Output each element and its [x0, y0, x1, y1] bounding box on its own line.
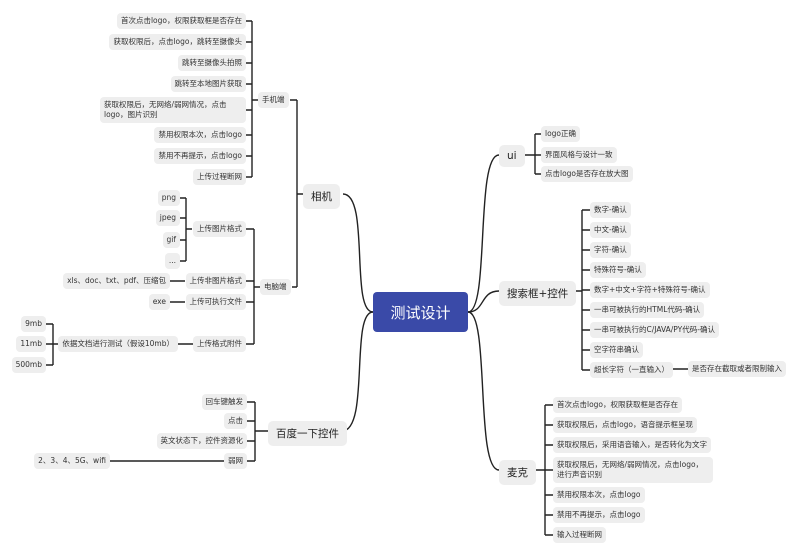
mic-item[interactable]: 首次点击logo，权限获取框是否存在	[553, 397, 683, 413]
format-item[interactable]: gif	[162, 232, 180, 248]
search-item[interactable]: 中文-确认	[590, 222, 631, 238]
phone-item[interactable]: 跳转至摄像头拍照	[178, 55, 246, 71]
baidu-item[interactable]: 弱网	[224, 453, 247, 469]
baidu-item[interactable]: 回车键触发	[201, 394, 247, 410]
topic-camera[interactable]: 相机	[303, 184, 340, 209]
topic-mic[interactable]: 麦克	[499, 460, 536, 485]
root-topic[interactable]: 测试设计	[373, 292, 468, 332]
search-item[interactable]: 一串可被执行的C/JAVA/PY代码-确认	[590, 322, 719, 338]
phone-item[interactable]: 获取权限后，点击logo，跳转至摄像头	[109, 34, 246, 50]
topic-search[interactable]: 搜索框+控件	[499, 281, 577, 306]
topic-ui[interactable]: ui	[499, 145, 525, 167]
network-types[interactable]: 2、3、4、5G、wifi	[34, 453, 110, 469]
search-item[interactable]: 数字-确认	[590, 202, 631, 218]
search-item[interactable]: 特殊符号-确认	[590, 262, 646, 278]
phone-item[interactable]: 获取权限后，无网络/弱网情况，点击logo，图片识别	[100, 97, 246, 123]
search-item[interactable]: 空字符串确认	[590, 342, 643, 358]
ui-item[interactable]: logo正确	[541, 126, 581, 142]
phone-item[interactable]: 跳转至本地图片获取	[170, 76, 246, 92]
mic-item[interactable]: 获取权限后，无网络/弱网情况，点击logo，进行声音识别	[553, 457, 713, 483]
topic-non-image[interactable]: 上传非图片格式	[185, 273, 246, 289]
executable-type[interactable]: exe	[148, 294, 170, 310]
mic-item[interactable]: 禁用权限本次，点击logo	[553, 487, 645, 503]
topic-attachment[interactable]: 上传格式附件	[193, 336, 246, 352]
size-item[interactable]: 11mb	[16, 336, 46, 352]
topic-phone[interactable]: 手机端	[258, 92, 289, 108]
topic-pc[interactable]: 电脑端	[260, 279, 291, 295]
mic-item[interactable]: 输入过程断网	[553, 527, 606, 543]
search-item[interactable]: 超长字符（一直输入）	[590, 362, 673, 378]
non-image-types[interactable]: xls、doc、txt、pdf、压缩包	[63, 273, 170, 289]
topic-baidu[interactable]: 百度一下控件	[268, 421, 347, 446]
topic-image-formats[interactable]: 上传图片格式	[193, 221, 246, 237]
format-item[interactable]: png	[157, 190, 180, 206]
mic-item[interactable]: 获取权限后，点击logo，语音提示框呈现	[553, 417, 698, 433]
attachment-test[interactable]: 依据文档进行测试（假设10mb）	[58, 336, 178, 352]
format-item[interactable]: ...	[164, 253, 180, 269]
search-item[interactable]: 字符-确认	[590, 242, 631, 258]
ui-item[interactable]: 点击logo是否存在放大图	[541, 166, 633, 182]
size-item[interactable]: 9mb	[21, 316, 46, 332]
phone-item[interactable]: 上传过程断网	[193, 169, 246, 185]
size-item[interactable]: 500mb	[11, 357, 46, 373]
long-input-check[interactable]: 是否存在截取或者限制输入	[688, 361, 786, 377]
phone-item[interactable]: 禁用不再提示，点击logo	[154, 148, 246, 164]
phone-item[interactable]: 禁用权限本次，点击logo	[154, 127, 246, 143]
phone-item[interactable]: 首次点击logo，权限获取框是否存在	[116, 13, 246, 29]
ui-item[interactable]: 界面风格与设计一致	[541, 147, 617, 163]
search-item[interactable]: 数字+中文+字符+特殊符号-确认	[590, 282, 710, 298]
format-item[interactable]: jpeg	[155, 210, 180, 226]
topic-executable[interactable]: 上传可执行文件	[185, 294, 246, 310]
baidu-item[interactable]: 点击	[224, 413, 247, 429]
search-item[interactable]: 一串可被执行的HTML代码-确认	[590, 302, 705, 318]
mic-item[interactable]: 获取权限后，采用语音输入，是否转化为文字	[553, 437, 711, 453]
mic-item[interactable]: 禁用不再提示，点击logo	[553, 507, 645, 523]
baidu-item[interactable]: 英文状态下，控件资源化	[156, 433, 247, 449]
